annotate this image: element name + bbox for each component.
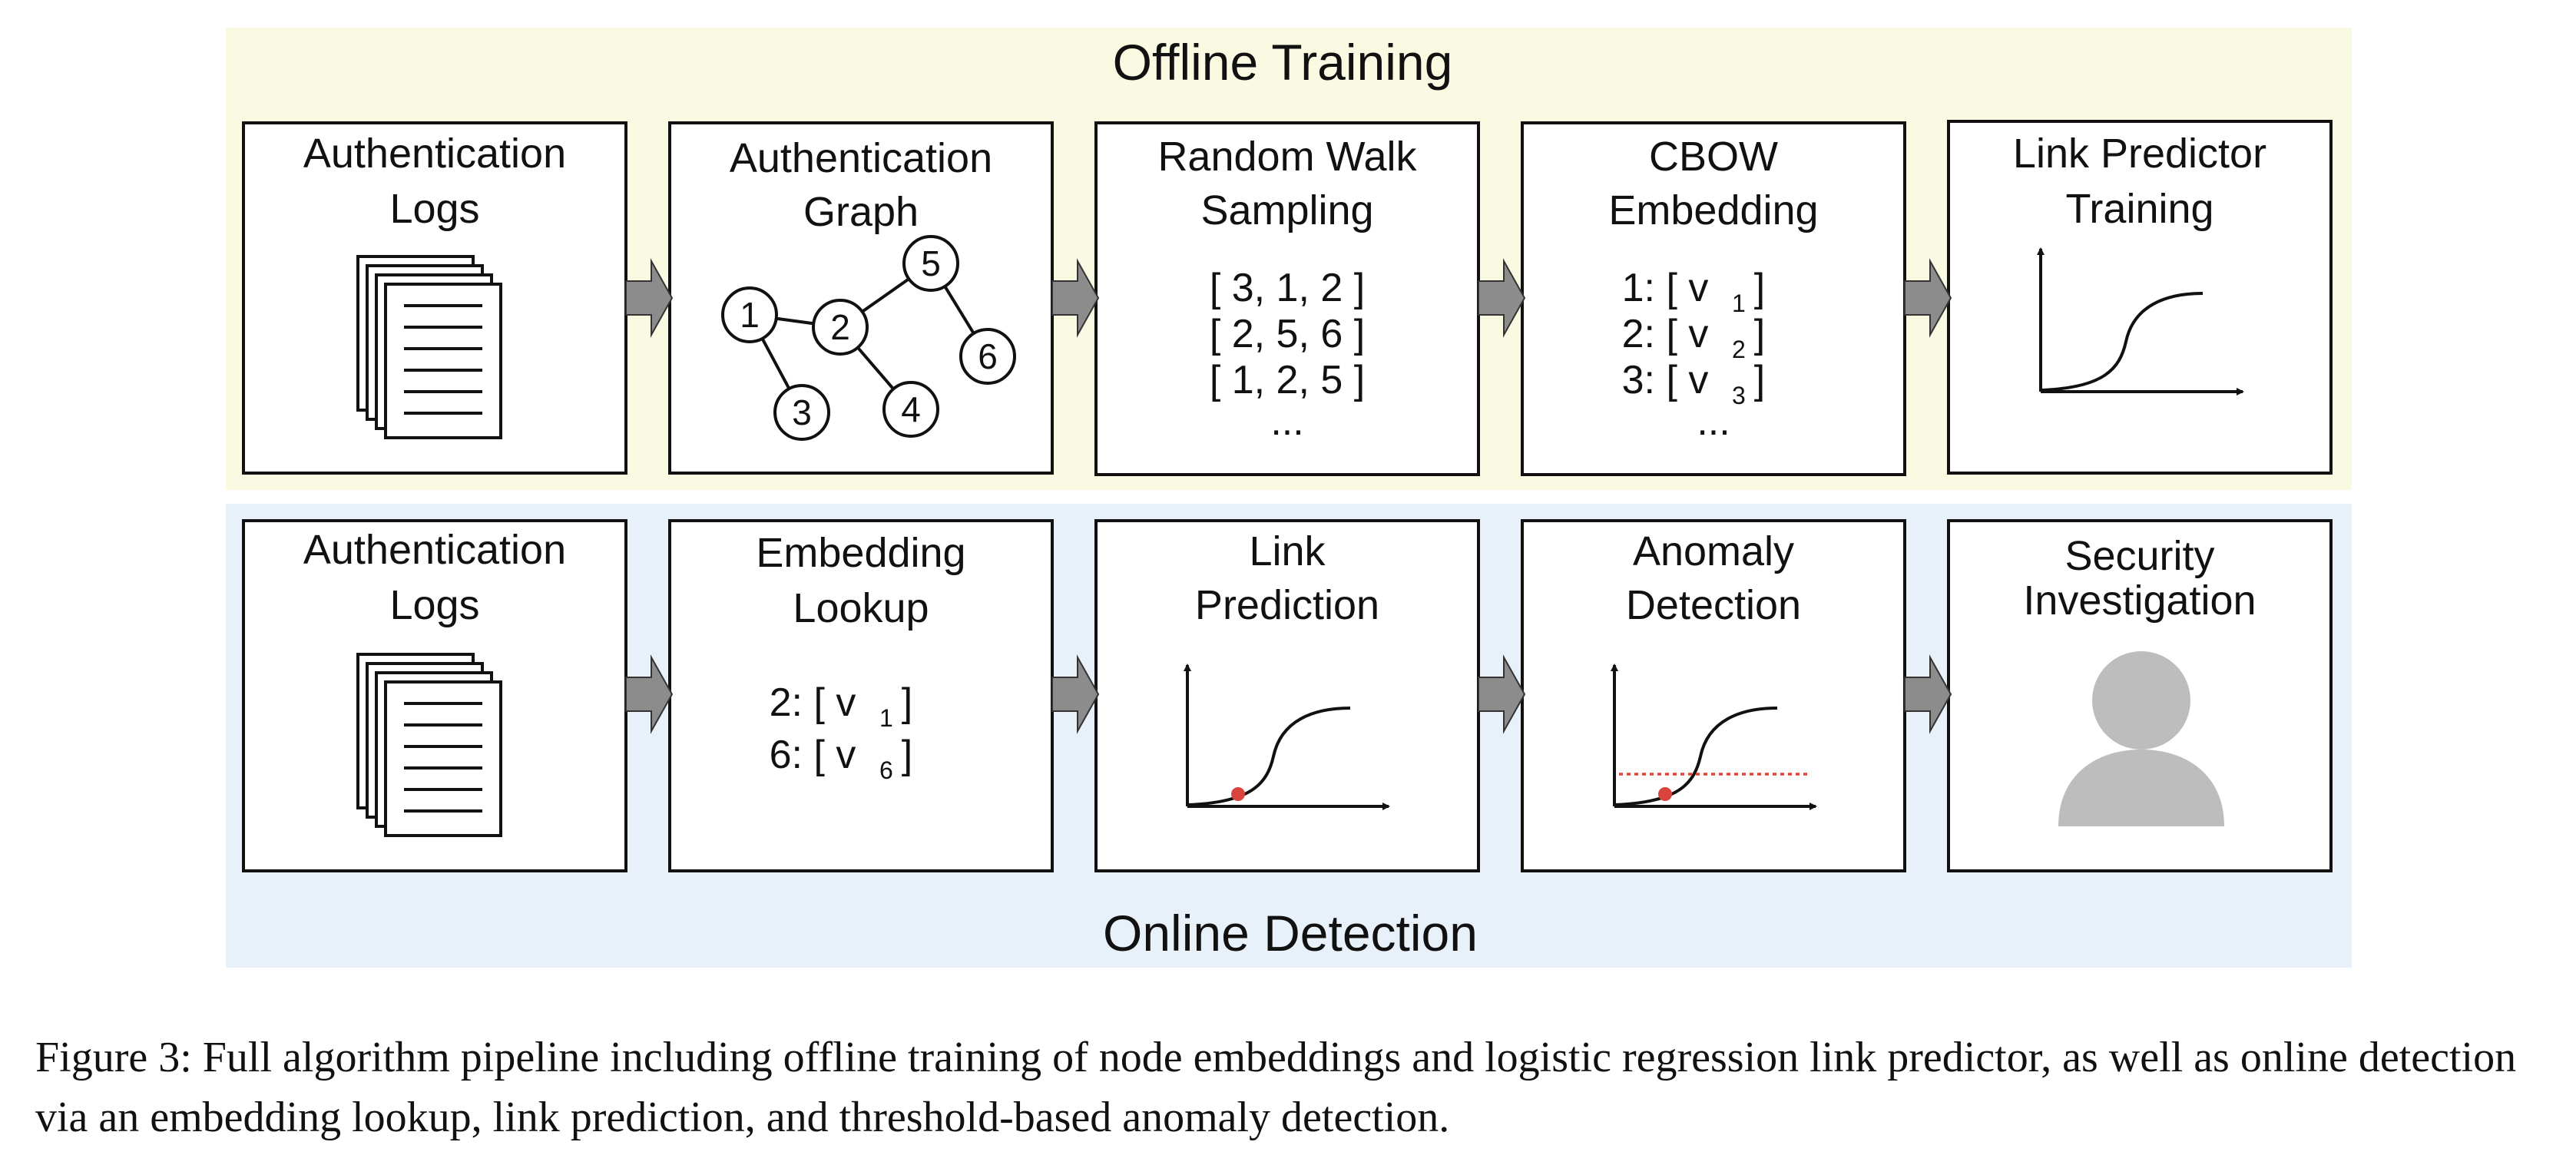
box-security-investigation: Security Investigation <box>1947 519 2333 872</box>
sigmoid-chart-icon <box>1611 664 1817 810</box>
embedding-bracket: ] <box>1754 358 1765 402</box>
walk-ellipsis: ... <box>1270 399 1303 444</box>
graph-node-label: 3 <box>792 392 812 432</box>
graph-node <box>812 299 869 356</box>
box-title-line: Random Walk <box>1157 134 1417 180</box>
box-title-line: Authentication <box>303 131 566 177</box>
graph-node-label: 5 <box>921 243 941 283</box>
box-anomaly-detection: Anomaly Detection <box>1521 519 1906 872</box>
embedding-row: 3: [ v <box>1622 358 1709 402</box>
figure-caption: Figure 3: Full algorithm pipeline includ… <box>35 1034 2517 1141</box>
embedding-subscript: 1 <box>1732 290 1746 317</box>
box-title-line: Training <box>2065 186 2213 232</box>
online-detection-title: Online Detection <box>1103 905 1478 962</box>
graph-node-label: 6 <box>978 336 998 376</box>
arrow-right-icon <box>1478 654 1526 734</box>
flow-arrows <box>625 258 1952 734</box>
person-icon <box>2058 651 2224 826</box>
sigmoid-chart-icon <box>2037 247 2244 396</box>
box-title-line: Investigation <box>2023 578 2256 624</box>
lookup-row: 2: [ v <box>770 680 856 725</box>
lookup-subscript: 6 <box>879 756 893 784</box>
lookup-subscript: 1 <box>879 704 893 732</box>
graph-node <box>902 235 959 292</box>
box-title-line: Security <box>2064 533 2214 579</box>
box-title-line: Link Predictor <box>2013 131 2266 177</box>
embedding-row: 1: [ v <box>1622 266 1709 310</box>
arrow-right-icon <box>1051 258 1100 338</box>
box-auth-logs-offline: Authentication Logs <box>242 121 627 475</box>
document-stack-icon <box>356 255 502 439</box>
arrow-right-icon <box>1051 654 1100 734</box>
box-embedding-lookup: Embedding Lookup 2: [ v 1 ] 6: [ v 6 ] <box>668 519 1054 872</box>
graph-node <box>882 381 939 438</box>
box-link-predictor-training: Link Predictor Training <box>1947 120 2333 475</box>
box-title-line: Authentication <box>730 135 992 181</box>
graph-node <box>721 286 778 343</box>
box-random-walk: Random Walk Sampling [ 3, 1, 2 ] [ 2, 5,… <box>1094 121 1480 476</box>
graph-node-label: 4 <box>901 389 921 429</box>
walk-sequence: [ 3, 1, 2 ] <box>1210 266 1365 310</box>
arrow-right-icon <box>1478 258 1526 338</box>
embedding-bracket: ] <box>1754 312 1765 356</box>
box-title-line: Lookup <box>793 585 929 631</box>
graph-node <box>773 384 830 441</box>
box-title-line: Detection <box>1626 582 1801 628</box>
anomaly-point <box>1658 787 1672 801</box>
box-title-line: Graph <box>803 189 919 235</box>
box-title-line: Logs <box>389 186 479 232</box>
prediction-point <box>1231 787 1245 801</box>
graph-node-label: 1 <box>740 295 760 335</box>
embedding-subscript: 3 <box>1732 382 1746 409</box>
sigmoid-chart-icon <box>1184 664 1390 810</box>
embedding-ellipsis: ... <box>1697 399 1730 444</box>
box-title-line: Embedding <box>1608 187 1818 233</box>
arrow-right-icon <box>625 258 674 338</box>
box-title-line: Authentication <box>303 527 566 573</box>
box-auth-graph: Authentication Graph 1 2 3 4 5 6 <box>668 121 1054 475</box>
embedding-bracket: ] <box>1754 266 1765 310</box>
arrow-right-icon <box>625 654 674 734</box>
box-auth-logs-online: Authentication Logs <box>242 519 627 872</box>
lookup-bracket: ] <box>902 680 912 725</box>
document-stack-icon <box>356 653 502 837</box>
embedding-row: 2: [ v <box>1622 312 1709 356</box>
box-title-line: Prediction <box>1195 582 1379 628</box>
walk-sequence: [ 1, 2, 5 ] <box>1210 358 1365 402</box>
box-link-prediction: Link Prediction <box>1094 519 1480 872</box>
graph-node-label: 2 <box>830 307 850 347</box>
lookup-row: 6: [ v <box>770 733 856 777</box>
walk-sequence: [ 2, 5, 6 ] <box>1210 312 1365 356</box>
arrow-right-icon <box>1904 258 1952 338</box>
box-title-line: Sampling <box>1200 187 1373 233</box>
box-title-line: Embedding <box>756 530 965 576</box>
box-cbow-embedding: CBOW Embedding 1: [ v 1 ] 2: [ v 2 ] 3: … <box>1521 121 1906 476</box>
box-title-line: Anomaly <box>1633 528 1794 574</box>
lookup-bracket: ] <box>902 733 912 777</box>
embedding-subscript: 2 <box>1732 336 1746 363</box>
offline-training-title: Offline Training <box>1113 34 1453 91</box>
box-title-line: Logs <box>389 582 479 628</box>
arrow-right-icon <box>1904 654 1952 734</box>
graph-node <box>959 328 1016 385</box>
box-title-line: Link <box>1249 528 1326 574</box>
box-title-line: CBOW <box>1649 134 1778 180</box>
